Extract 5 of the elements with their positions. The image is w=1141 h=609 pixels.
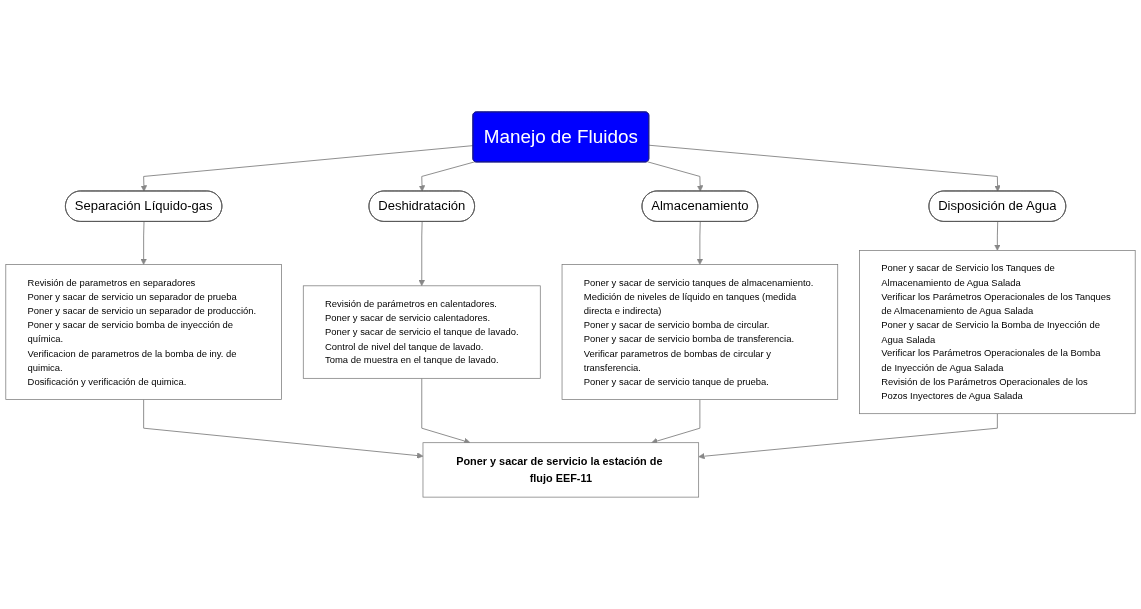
node-box: Revisión de parámetros en calentadores. Poner y sacar de servicio calentadores. Poner y sacar de servicio el tanque de lavado. Control de nivel del tanque de lavado. Toma de muestra en el tanque de lavado. [302, 285, 541, 379]
node-box: Poner y sacar de servicio tanques de almacenamiento. Medición de niveles de líquido en tanques (medida directa e indirecta) Poner y sacar de servicio bomba de circular. Poner y sacar de servicio bomba de transferencia. Verificar parametros de bombas de circular y transferencia. Poner y sacar de servicio tanque de prueba. [561, 264, 839, 400]
node-box: Revisión de parametros en separadores Poner y sacar de servicio un separador de prueba Poner y sacar de servicio un separador de producción. Poner y sacar de servicio bomba de inyección de química. Verificacion de parametros de la bomba de iny. de quimica. Dosificación y verificación de quimica. [5, 264, 282, 400]
node-box: Poner y sacar de Servicio los Tanques de Almacenamiento de Agua Salada Verificar los Parámetros Operacionales de los Tanques de Almacenamiento de Agua Salada Poner y sacar de Servicio la Bomba de Inyección de Agua Salada Verificar los Parámetros Operacionales de la Bomba de Inyección de Agua Salada Revisión de los Parámetros Operacionales de los Pozos Inyectores de Agua Salada [859, 250, 1136, 415]
node-box: Poner y sacar de servicio la estación de flujo EEF-11 [422, 442, 700, 498]
